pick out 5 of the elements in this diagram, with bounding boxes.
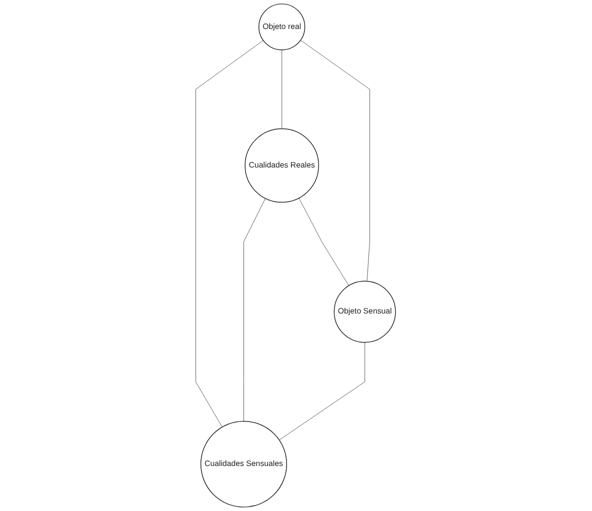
connector [300, 40, 370, 282]
connector [299, 198, 350, 286]
connector [196, 40, 264, 428]
connector [279, 342, 366, 440]
connector [244, 198, 266, 422]
